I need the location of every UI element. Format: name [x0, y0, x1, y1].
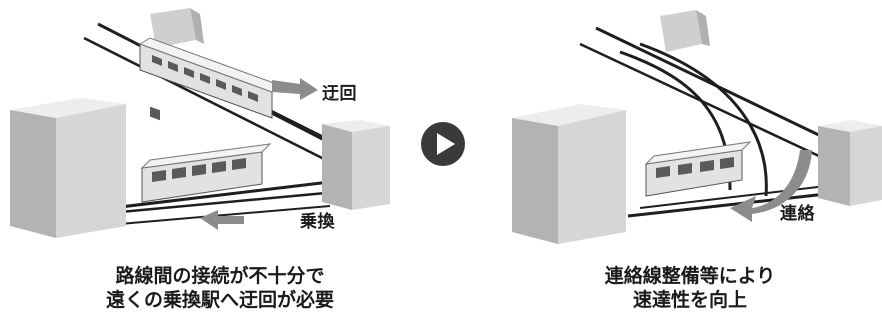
lower-train [140, 143, 272, 203]
connection-label: 連絡 [780, 204, 815, 224]
after-caption-line2: 速達性を向上 [632, 289, 747, 311]
detour-label: 迂回 [322, 84, 357, 104]
small-building-far [150, 8, 204, 48]
before-caption-line2: 遠くの乗換駅へ迂回が必要 [105, 289, 334, 311]
upper-train [138, 37, 284, 121]
station-building-right [322, 120, 390, 210]
large-building-left [10, 98, 126, 238]
after-panel [512, 10, 882, 244]
upper-track-right [579, 26, 851, 166]
after-caption: 連絡線整備等により 速達性を向上 [510, 264, 870, 312]
before-panel [10, 8, 390, 238]
detour-arrow [272, 78, 318, 100]
before-caption: 路線間の接続が不十分で 遠くの乗換駅へ迂回が必要 [20, 264, 420, 312]
transfer-arrow [200, 210, 244, 230]
small-building-far-right [660, 10, 710, 52]
connection-arrow [730, 150, 812, 222]
after-caption-line1: 連絡線整備等により [604, 265, 776, 287]
connection-train [644, 141, 752, 197]
transfer-label: 乗換 [300, 212, 335, 232]
before-caption-line1: 路線間の接続が不十分で [115, 265, 325, 287]
station-building-right-panel [818, 120, 882, 206]
large-building-right-panel [512, 104, 626, 244]
play-arrow-icon [421, 122, 465, 166]
